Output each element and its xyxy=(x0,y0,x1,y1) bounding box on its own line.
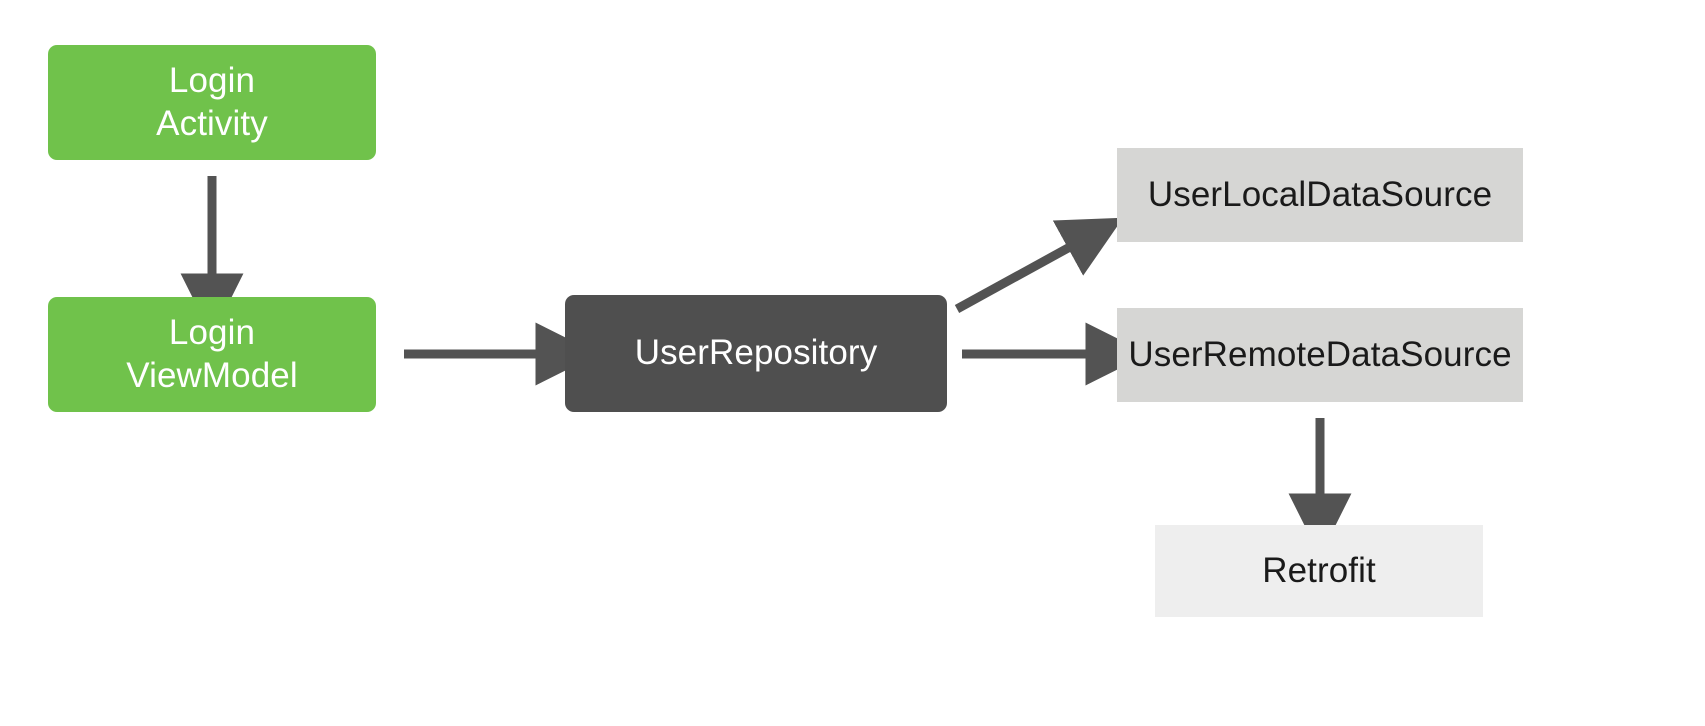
node-login-viewmodel[interactable]: Login ViewModel xyxy=(48,297,376,412)
node-user-remote-data-source[interactable]: UserRemoteDataSource xyxy=(1117,308,1523,402)
node-retrofit[interactable]: Retrofit xyxy=(1155,525,1483,617)
node-user-local-data-source[interactable]: UserLocalDataSource xyxy=(1117,148,1523,242)
node-login-activity[interactable]: Login Activity xyxy=(48,45,376,160)
node-user-repository[interactable]: UserRepository xyxy=(565,295,947,412)
arrow-repository-to-local xyxy=(954,217,1124,313)
